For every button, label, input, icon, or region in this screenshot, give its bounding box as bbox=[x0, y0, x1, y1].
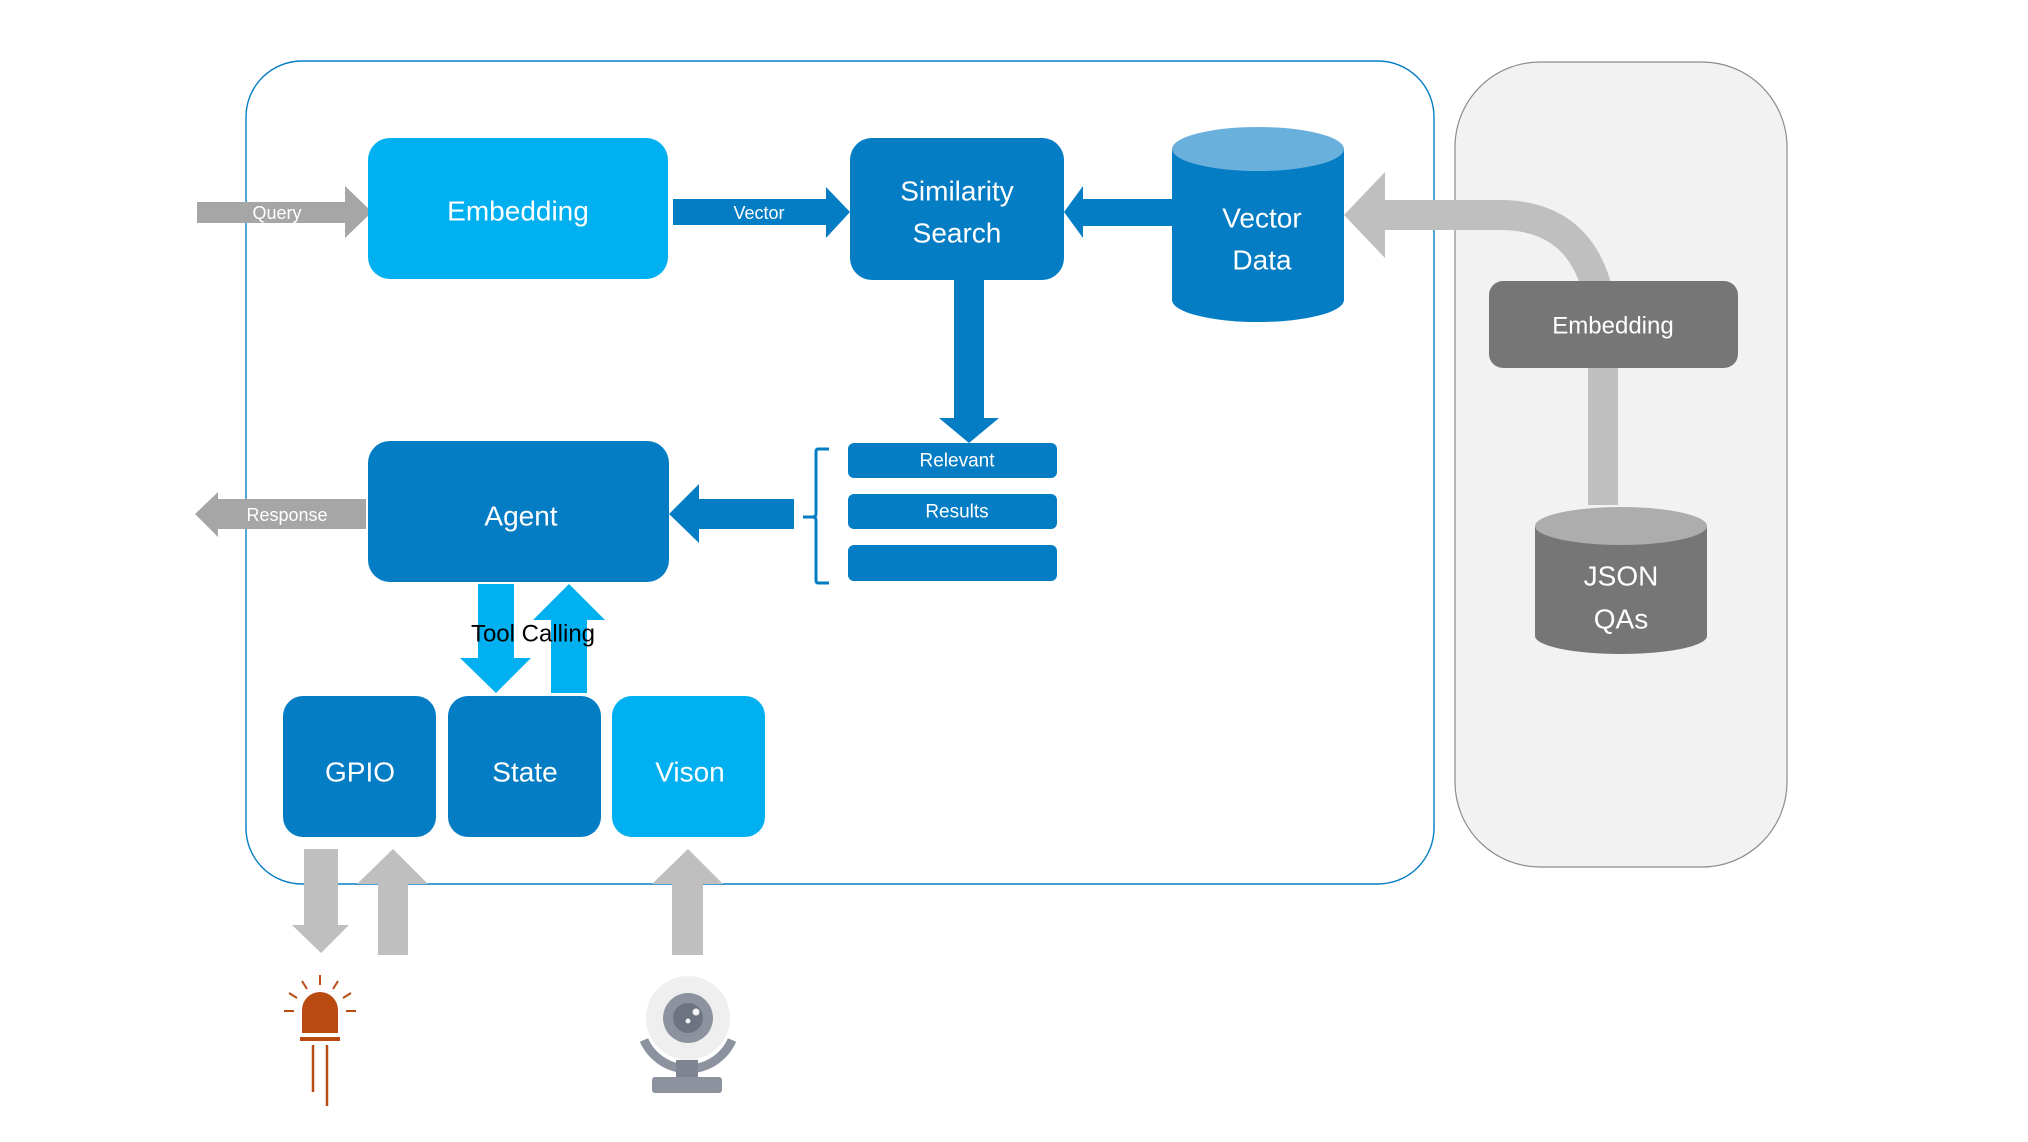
state-label: State bbox=[492, 757, 557, 788]
index-arrow-curve bbox=[1383, 200, 1611, 290]
similarity-to-results-arrow bbox=[939, 280, 999, 443]
result-bar bbox=[848, 494, 1057, 529]
tool-call-down-arrow bbox=[460, 584, 531, 693]
query-label: Query bbox=[252, 203, 301, 223]
offline-panel bbox=[1454, 61, 1788, 868]
embedding-node: Embedding bbox=[368, 138, 668, 279]
state-node: State bbox=[448, 696, 601, 837]
results-bracket bbox=[803, 447, 829, 585]
vector-data-cylinder: Vector Data bbox=[1172, 127, 1344, 322]
vector-data-label-line1: Vector bbox=[1222, 203, 1301, 234]
result-bar bbox=[848, 443, 1057, 478]
gpio-in-arrow bbox=[357, 849, 428, 955]
result-bar-label: Results bbox=[925, 502, 988, 523]
gpio-node: GPIO bbox=[283, 696, 436, 837]
main-container bbox=[245, 60, 1435, 885]
json-label-line1: JSON bbox=[1584, 561, 1659, 592]
result-bar bbox=[848, 545, 1057, 581]
vector-arrow: Vector bbox=[673, 187, 850, 238]
vector-data-label-line2: Data bbox=[1232, 245, 1292, 276]
results-stack: Relevant Results bbox=[848, 443, 1057, 581]
tool-call-up-arrow bbox=[533, 584, 605, 693]
vision-node: Vison bbox=[612, 696, 765, 837]
result-bar-label: Relevant bbox=[920, 451, 996, 472]
offline-embedding-label: Embedding bbox=[1552, 313, 1673, 340]
response-label: Response bbox=[246, 505, 327, 525]
led-icon bbox=[284, 975, 356, 1106]
results-to-agent-arrow bbox=[669, 484, 794, 543]
tool-calling-label: Tool Calling bbox=[471, 621, 595, 648]
json-qas-cylinder: JSON QAs bbox=[1535, 507, 1707, 654]
gpio-label: GPIO bbox=[325, 757, 395, 788]
response-arrow: Response bbox=[195, 492, 366, 537]
agent-node: Agent bbox=[368, 441, 669, 582]
similarity-label-line2: Search bbox=[913, 218, 1002, 249]
similarity-search-node: Similarity Search bbox=[850, 138, 1064, 280]
similarity-label-line1: Similarity bbox=[900, 176, 1014, 207]
vision-label: Vison bbox=[655, 757, 725, 788]
gpio-out-arrow bbox=[292, 849, 349, 953]
embedding-label: Embedding bbox=[447, 196, 589, 227]
json-connector bbox=[1588, 360, 1618, 505]
webcam-icon bbox=[639, 976, 737, 1093]
json-label-line2: QAs bbox=[1594, 604, 1648, 635]
query-arrow: Query bbox=[197, 186, 372, 238]
index-arrow-head bbox=[1344, 172, 1385, 258]
agent-label: Agent bbox=[484, 501, 557, 532]
vision-in-arrow bbox=[652, 849, 723, 955]
vector-label: Vector bbox=[733, 203, 784, 223]
vector-data-to-similarity-arrow bbox=[1064, 186, 1172, 238]
offline-embedding-node: Embedding bbox=[1489, 281, 1738, 368]
